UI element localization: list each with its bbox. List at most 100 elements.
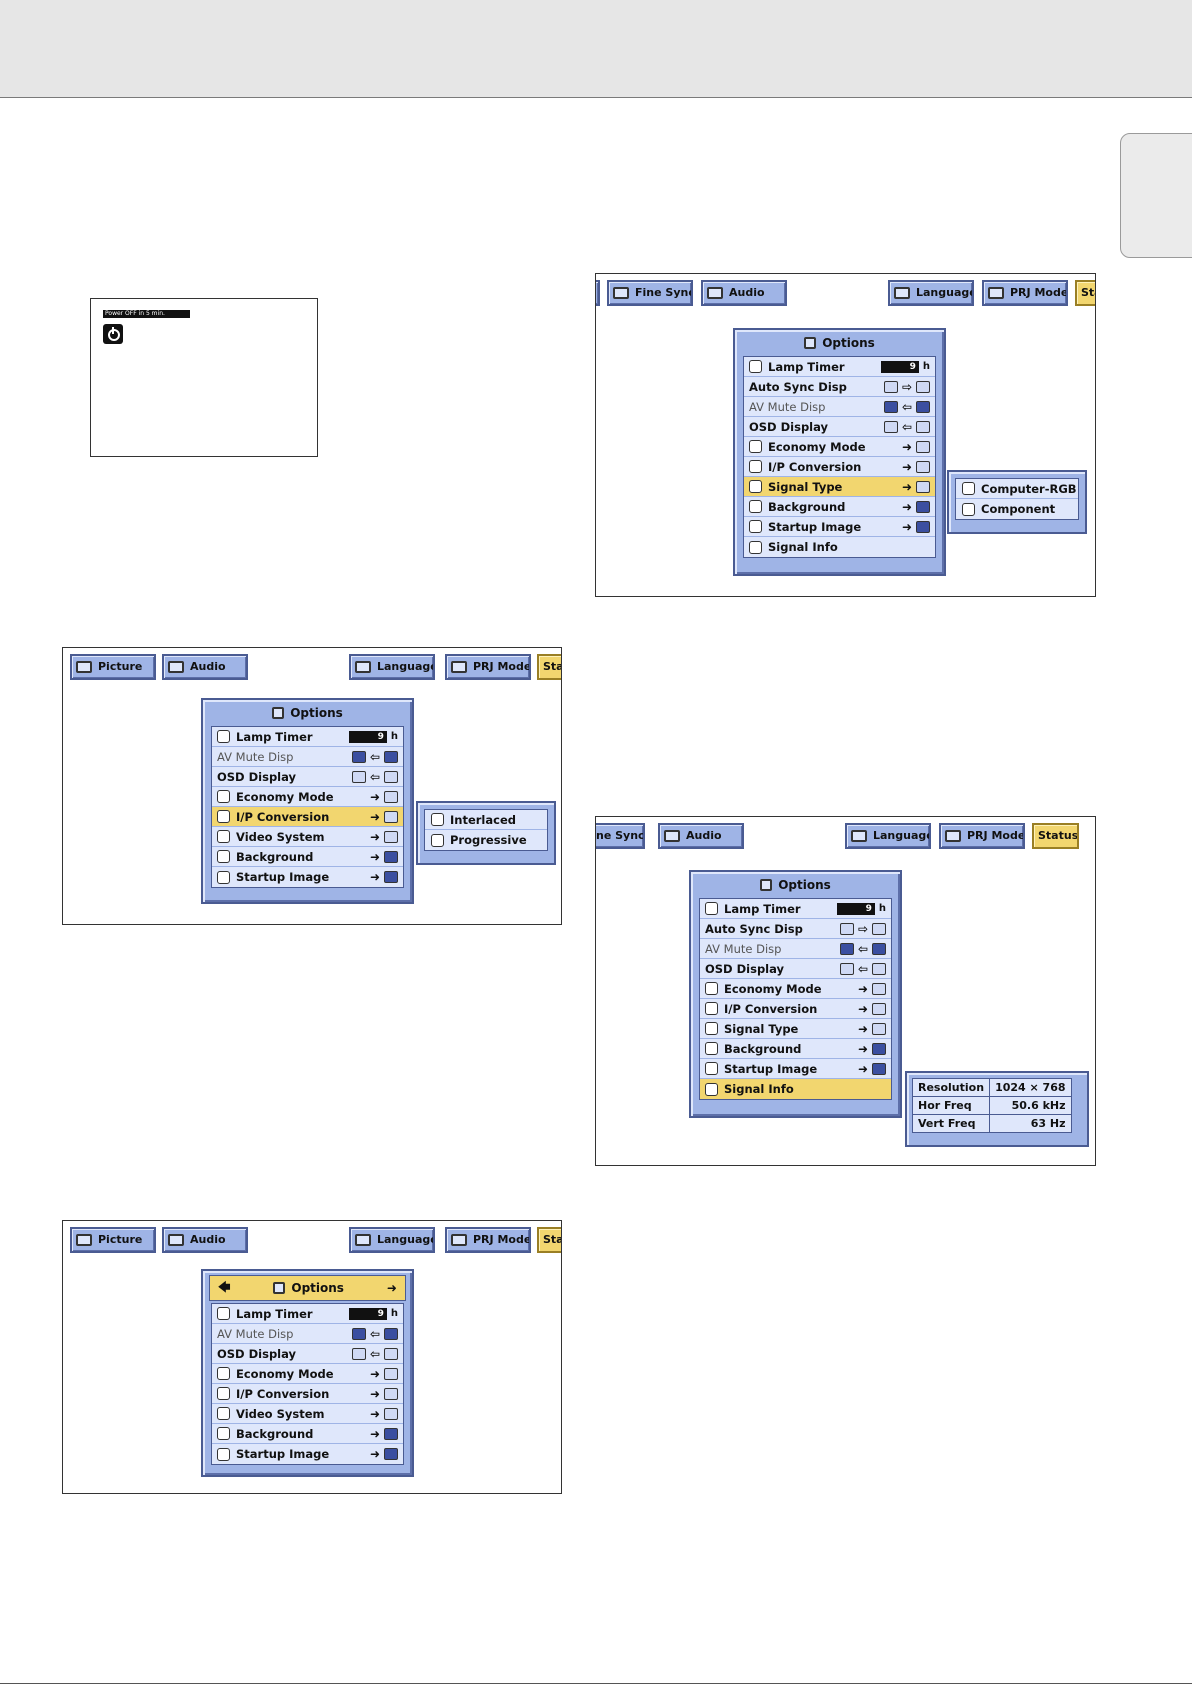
arrow-right-icon: ➜ — [857, 1021, 868, 1036]
tab-language[interactable]: Language — [845, 823, 931, 849]
menu-item-ip-conversion[interactable]: I/P Conversion➜ — [744, 457, 935, 477]
menu-item-signal-type[interactable]: Signal Type➜ — [700, 1019, 891, 1039]
menu-item-ip-conversion[interactable]: I/P Conversion➜ — [212, 807, 403, 827]
economy-value-icon — [384, 1367, 398, 1380]
menu-item-background[interactable]: Background➜ — [744, 497, 935, 517]
menu-title: Options — [203, 700, 412, 726]
menu-item-economy-mode[interactable]: Economy Mode➜ — [744, 437, 935, 457]
tab-language[interactable]: Language — [888, 280, 974, 306]
menu-item-background[interactable]: Background➜ — [700, 1039, 891, 1059]
progressive-icon — [431, 833, 444, 847]
ip-conversion-submenu: Interlaced Progressive — [416, 801, 556, 865]
tab-audio[interactable]: Audio — [162, 654, 248, 680]
tab-prj-mode[interactable]: PRJ Mode — [939, 823, 1025, 849]
option-computer-rgb[interactable]: Computer-RGB — [956, 479, 1078, 499]
option-interlaced[interactable]: Interlaced — [425, 810, 547, 830]
antenna-icon — [217, 1407, 230, 1420]
arrow-right-icon: ➜ — [901, 479, 912, 494]
lamp-hours: 9 — [348, 730, 387, 743]
monitor-icon — [945, 830, 961, 842]
options-icon — [272, 707, 285, 719]
mute-icon — [839, 942, 854, 955]
option-progressive[interactable]: Progressive — [425, 830, 547, 850]
ip-icon — [749, 460, 762, 473]
tab-fine-sync[interactable]: Fine Sync — [607, 280, 693, 306]
tab-audio[interactable]: Audio — [701, 280, 787, 306]
tab-prj-mode[interactable]: PRJ Mode — [445, 1227, 531, 1253]
menu-item-signal-info[interactable]: Signal Info — [700, 1079, 891, 1099]
menu-item-osd-display[interactable]: OSD Display⇦ — [212, 1344, 403, 1364]
background-value-icon — [916, 500, 930, 513]
tab-audio[interactable]: Audio — [658, 823, 744, 849]
economy-icon — [217, 1367, 230, 1380]
tab-picture[interactable]: Picture — [70, 1227, 156, 1253]
menu-item-video-system[interactable]: Video System➜ — [212, 827, 403, 847]
menu-item-osd-display[interactable]: OSD Display⇦ — [744, 417, 935, 437]
signal-type-icon — [749, 480, 762, 493]
menu-item-ip-conversion[interactable]: I/P Conversion➜ — [212, 1384, 403, 1404]
tab-picture[interactable]: Picture — [70, 654, 156, 680]
tab-status[interactable]: Sta — [537, 654, 561, 680]
menu-item-video-system[interactable]: Video System➜ — [212, 1404, 403, 1424]
speaker-icon — [168, 661, 184, 673]
menu-item-background[interactable]: Background➜ — [212, 847, 403, 867]
menu-item-signal-type[interactable]: Signal Type➜ — [744, 477, 935, 497]
menu-item-ip-conversion[interactable]: I/P Conversion➜ — [700, 999, 891, 1019]
lamp-icon — [217, 1307, 230, 1320]
background-value-icon — [384, 1427, 398, 1440]
tab-audio[interactable]: Audio — [162, 1227, 248, 1253]
startup-icon — [217, 1447, 230, 1461]
tab-language[interactable]: Language — [349, 1227, 435, 1253]
picture-icon — [76, 661, 92, 673]
menu-title[interactable]: 🡄Options➜ — [209, 1275, 406, 1301]
progressive-icon — [872, 1002, 886, 1015]
menu-item-osd-display[interactable]: OSD Display⇦ — [700, 959, 891, 979]
menu-item-av-mute-disp[interactable]: AV Mute Disp⇦ — [212, 747, 403, 767]
menu-item-osd-display[interactable]: OSD Display⇦ — [212, 767, 403, 787]
menu-item-signal-info[interactable]: Signal Info — [744, 537, 935, 557]
startup-icon — [217, 870, 230, 884]
tab-language[interactable]: Language — [349, 654, 435, 680]
tab-status[interactable]: Status — [1032, 823, 1079, 849]
menu-item-startup-image[interactable]: Startup Image➜ — [744, 517, 935, 537]
menu-item-auto-sync-disp[interactable]: Auto Sync Disp⇨ — [700, 919, 891, 939]
menu-item-auto-sync-disp[interactable]: Auto Sync Disp⇨ — [744, 377, 935, 397]
tab-fine-sync[interactable]: ne Sync — [596, 823, 645, 849]
interlaced-icon — [384, 810, 398, 823]
arrow-left-icon: ⇦ — [369, 1346, 380, 1361]
mute-off-icon — [384, 1327, 398, 1340]
menu-item-av-mute-disp[interactable]: AV Mute Disp⇦ — [212, 1324, 403, 1344]
tab-status[interactable]: Sta — [537, 1227, 561, 1253]
background-value-icon — [384, 850, 398, 863]
tab-status[interactable]: Sta — [1075, 280, 1095, 306]
menu-item-av-mute-disp[interactable]: AV Mute Disp⇦ — [700, 939, 891, 959]
tab-prj-mode[interactable]: PRJ Mode — [982, 280, 1068, 306]
header-band — [0, 0, 1192, 98]
option-component[interactable]: Component — [956, 499, 1078, 519]
hor-freq-label: Hor Freq — [911, 1096, 991, 1115]
menu-item-economy-mode[interactable]: Economy Mode➜ — [212, 1364, 403, 1384]
menu-item-economy-mode[interactable]: Economy Mode➜ — [700, 979, 891, 999]
speaker-icon — [168, 1234, 184, 1246]
options-icon — [760, 879, 773, 891]
auto-sync-on-icon — [883, 380, 898, 393]
menu-item-startup-image[interactable]: Startup Image➜ — [212, 1444, 403, 1464]
tab-prj-mode[interactable]: PRJ Mode — [445, 654, 531, 680]
tab-picture[interactable] — [596, 280, 600, 306]
menu-item-av-mute-disp[interactable]: AV Mute Disp⇦ — [744, 397, 935, 417]
menu-item-economy-mode[interactable]: Economy Mode➜ — [212, 787, 403, 807]
menu-item-startup-image[interactable]: Startup Image➜ — [700, 1059, 891, 1079]
menu-item-startup-image[interactable]: Startup Image➜ — [212, 867, 403, 887]
osd-on-icon — [839, 962, 854, 975]
arrow-right-icon: ➜ — [901, 499, 912, 514]
speech-bubble-icon — [355, 1234, 371, 1246]
rgb-icon — [872, 1022, 886, 1035]
osd-screen-ip-conversion: Picture Audio Language PRJ Mode Sta Opti… — [62, 647, 562, 925]
menu-item-background[interactable]: Background➜ — [212, 1424, 403, 1444]
